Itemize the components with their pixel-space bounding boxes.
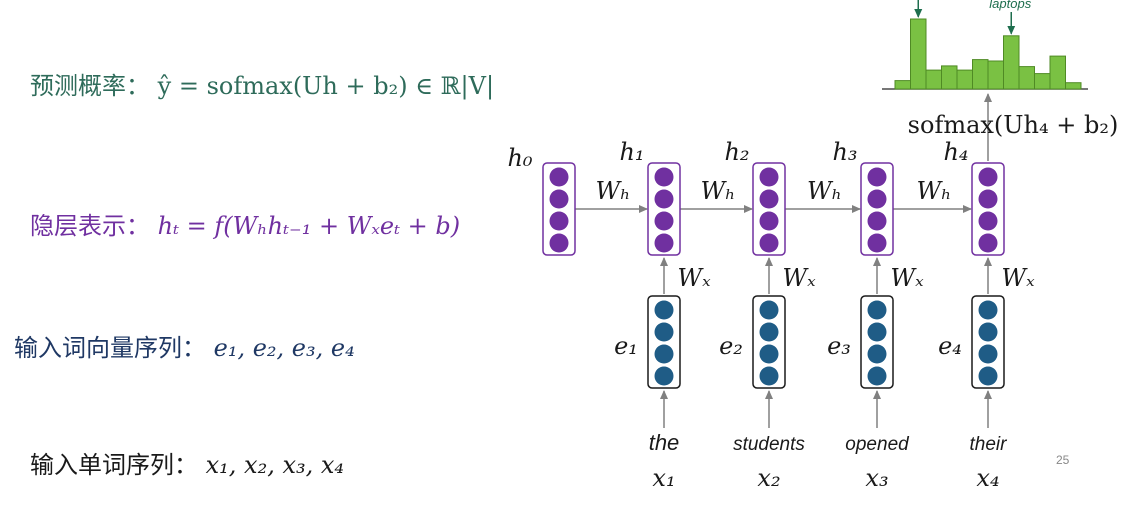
hidden-unit bbox=[867, 189, 887, 209]
hidden-unit bbox=[759, 167, 779, 187]
histogram-bar bbox=[987, 60, 1004, 90]
histogram-bar bbox=[910, 18, 927, 90]
embedding-unit bbox=[759, 344, 779, 364]
histogram-bar bbox=[1003, 35, 1020, 90]
hidden-formula: hₜ = f(Wₕhₜ₋₁ + Wₓeₜ + b) bbox=[157, 212, 461, 240]
histogram-bar bbox=[1065, 82, 1082, 90]
histogram-bar bbox=[1034, 73, 1051, 90]
hidden-unit bbox=[549, 211, 569, 231]
wh-label: Wₕ bbox=[595, 177, 630, 205]
hidden-unit bbox=[759, 233, 779, 253]
prediction-label: 预测概率： bbox=[30, 72, 150, 100]
histogram-bar bbox=[1018, 66, 1035, 90]
embedding-label: e₄ bbox=[938, 332, 962, 360]
hidden-unit bbox=[549, 189, 569, 209]
hidden-label: h₁ bbox=[619, 138, 644, 166]
hidden-label: h₃ bbox=[832, 138, 857, 166]
hidden-label: 隐层表示： bbox=[30, 212, 150, 240]
hidden-unit bbox=[654, 167, 674, 187]
histogram-bar bbox=[956, 69, 973, 90]
embedding-unit bbox=[759, 366, 779, 386]
embedding-unit bbox=[759, 300, 779, 320]
hidden-state-box bbox=[647, 162, 681, 256]
words-label: 输入单词序列： bbox=[30, 451, 198, 479]
embedding-unit bbox=[978, 344, 998, 364]
input-word: students bbox=[733, 434, 805, 455]
embedding-label: e₁ bbox=[614, 332, 638, 360]
hidden-unit bbox=[654, 211, 674, 231]
wh-label: Wₕ bbox=[700, 177, 735, 205]
embedding-label: 输入词向量序列： bbox=[14, 334, 206, 362]
hidden-unit bbox=[759, 211, 779, 231]
embedding-unit bbox=[867, 300, 887, 320]
embedding-unit bbox=[867, 322, 887, 342]
embedding-box bbox=[971, 295, 1005, 389]
x-label: x₁ bbox=[652, 464, 675, 492]
wx-label: Wₓ bbox=[677, 264, 711, 292]
prediction-formula: ŷ = sofmax(Uh + b₂) ∈ ℝ|V| bbox=[157, 72, 495, 100]
page-number: 25 bbox=[1056, 453, 1070, 467]
hidden-unit bbox=[978, 211, 998, 231]
embedding-box bbox=[860, 295, 894, 389]
input-word: opened bbox=[845, 434, 910, 455]
hidden-unit bbox=[654, 189, 674, 209]
hidden-state-box bbox=[752, 162, 786, 256]
embedding-unit bbox=[654, 366, 674, 386]
embedding-row: 输入词向量序列： e₁, e₂, e₃, e₄ bbox=[14, 328, 355, 363]
hidden-row: 隐层表示： hₜ = f(Wₕhₜ₋₁ + Wₓeₜ + b) bbox=[30, 206, 460, 241]
embedding-unit bbox=[978, 300, 998, 320]
hidden-unit bbox=[978, 189, 998, 209]
embedding-unit bbox=[867, 366, 887, 386]
x-label: x₄ bbox=[976, 464, 999, 492]
embedding-label: e₂ bbox=[719, 332, 743, 360]
embedding-unit bbox=[867, 344, 887, 364]
x-label: x₃ bbox=[865, 464, 888, 492]
input-word: their bbox=[970, 434, 1008, 455]
hidden-unit bbox=[549, 233, 569, 253]
histogram-bar bbox=[925, 69, 942, 90]
prediction-row: 预测概率： ŷ = sofmax(Uh + b₂) ∈ ℝ|V| bbox=[30, 66, 494, 101]
softmax-label: sofmax(Uh₄ + b₂) bbox=[908, 111, 1119, 139]
histogram-bar bbox=[941, 65, 958, 90]
embedding-unit bbox=[978, 322, 998, 342]
hidden-unit bbox=[654, 233, 674, 253]
hidden-label: h₀ bbox=[507, 144, 532, 172]
hidden-state-box bbox=[542, 162, 576, 256]
hidden-unit bbox=[978, 233, 998, 253]
hidden-unit bbox=[867, 211, 887, 231]
wx-label: Wₓ bbox=[1001, 264, 1035, 292]
wh-label: Wₕ bbox=[916, 177, 951, 205]
laptops-annotation: laptops bbox=[989, 0, 1031, 11]
embedding-unit bbox=[654, 300, 674, 320]
histogram-bar bbox=[972, 59, 989, 90]
embedding-box bbox=[752, 295, 786, 389]
embedding-unit bbox=[978, 366, 998, 386]
hidden-label: h₂ bbox=[724, 138, 749, 166]
words-row: 输入单词序列： x₁, x₂, x₃, x₄ bbox=[30, 445, 344, 480]
wh-label: Wₕ bbox=[807, 177, 842, 205]
wx-label: Wₓ bbox=[890, 264, 924, 292]
hidden-label: h₄ bbox=[943, 138, 968, 166]
x-label: x₂ bbox=[757, 464, 780, 492]
hidden-unit bbox=[867, 233, 887, 253]
hidden-unit bbox=[978, 167, 998, 187]
hidden-unit bbox=[549, 167, 569, 187]
words-formula: x₁, x₂, x₃, x₄ bbox=[205, 451, 345, 479]
input-word: the bbox=[649, 430, 680, 455]
wx-label: Wₓ bbox=[782, 264, 816, 292]
embedding-label: e₃ bbox=[827, 332, 851, 360]
embedding-unit bbox=[654, 322, 674, 342]
embedding-formula: e₁, e₂, e₃, e₄ bbox=[213, 334, 355, 362]
embedding-box bbox=[647, 295, 681, 389]
embedding-unit bbox=[654, 344, 674, 364]
histogram-bar bbox=[1049, 55, 1066, 90]
hidden-unit bbox=[759, 189, 779, 209]
hidden-state-box bbox=[860, 162, 894, 256]
hidden-unit bbox=[867, 167, 887, 187]
hidden-state-box bbox=[971, 162, 1005, 256]
embedding-unit bbox=[759, 322, 779, 342]
histogram-bar bbox=[894, 80, 911, 90]
